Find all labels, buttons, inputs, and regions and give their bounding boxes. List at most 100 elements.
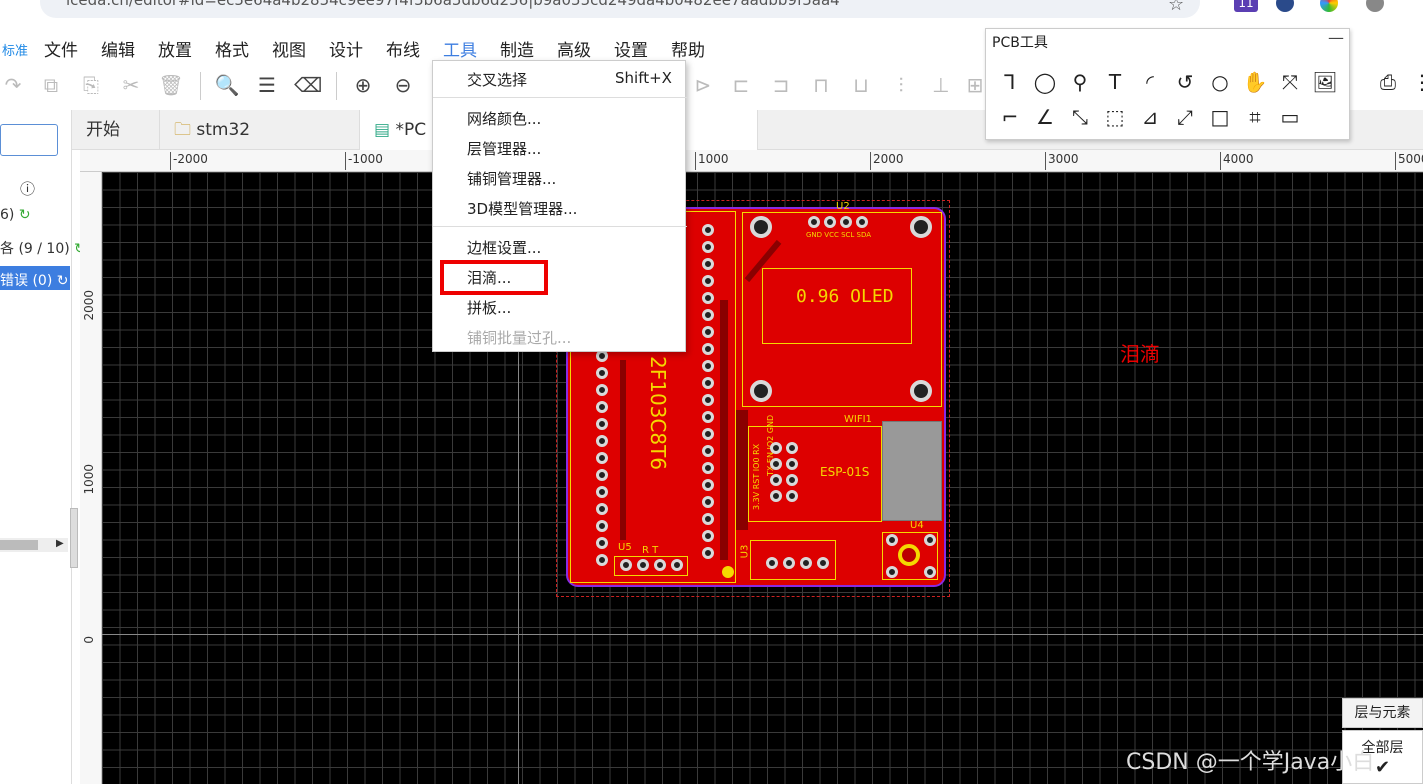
align-left-icon[interactable]: ⊏ [732, 73, 750, 97]
wifi-pin-pad [786, 474, 798, 486]
more-tools-icon[interactable]: ⋮ [1412, 70, 1423, 94]
menu-place[interactable]: 放置 [158, 41, 192, 61]
cut-icon[interactable]: ✂ [122, 73, 140, 97]
extension-badge[interactable]: 11 [1234, 0, 1258, 12]
info-icon[interactable]: ⓘ [20, 180, 36, 198]
find-list-icon[interactable]: ☰ [258, 73, 276, 97]
align-top-icon[interactable]: ⊓ [813, 73, 829, 97]
arc-icon[interactable]: ◜ [1146, 70, 1154, 94]
oled-screen-outline [762, 268, 912, 344]
align-right-icon[interactable]: ⊐ [772, 73, 790, 97]
rectangle-icon[interactable]: □ [1210, 105, 1230, 129]
menu-item-net-color[interactable]: 网络颜色... [467, 110, 542, 128]
menu-view[interactable]: 视图 [272, 41, 306, 61]
scroll-right-icon[interactable]: ▶ [56, 538, 64, 549]
menu-advanced[interactable]: 高级 [557, 41, 591, 61]
paste-icon[interactable]: ⎘ [83, 73, 99, 97]
group-icon[interactable]: ⌗ [1249, 105, 1261, 129]
mode-label[interactable]: 标准 [2, 44, 29, 59]
bookmark-star-icon[interactable]: ☆ [1168, 0, 1185, 15]
menu-file[interactable]: 文件 [44, 41, 78, 61]
refresh-icon[interactable]: ↻ [56, 273, 69, 289]
menu-item-layer-manager[interactable]: 层管理器... [467, 140, 542, 158]
eraser-icon[interactable]: ⌫ [294, 73, 323, 97]
text-icon[interactable]: T [1108, 70, 1122, 94]
zoom-in-icon[interactable]: ⊕ [354, 73, 372, 97]
u5-pin-pad [654, 559, 666, 571]
menu-item-copper-pour-manager[interactable]: 铺铜管理器... [467, 170, 557, 188]
layout-icon[interactable]: ▭ [1280, 105, 1300, 129]
via-icon[interactable]: ⚲ [1072, 70, 1088, 94]
menu-route[interactable]: 布线 [386, 41, 420, 61]
left-panel-row[interactable]: 6) ↻ [0, 207, 31, 223]
connect-icon[interactable]: ⤧ [1282, 70, 1298, 94]
menu-settings[interactable]: 设置 [614, 41, 648, 61]
menu-format[interactable]: 格式 [215, 41, 249, 61]
wifi-label: ESP-01S [820, 465, 870, 479]
url-field[interactable]: lceda.cn/editor#id=ec5e64a4b2854c9ee97f4… [40, 0, 1200, 18]
menu-item-panelize[interactable]: 拼板... [467, 299, 512, 317]
zoom-out-icon[interactable]: ⊖ [394, 73, 412, 97]
menu-item-teardrop[interactable]: 泪滴... [467, 269, 512, 287]
menu-tools[interactable]: 工具 [443, 41, 477, 61]
layers-elements-tab[interactable]: 层与元素 [1342, 698, 1423, 728]
arc-ccw-icon[interactable]: ↺ [1176, 70, 1194, 94]
left-panel-selected-row[interactable] [0, 266, 70, 290]
hand-icon[interactable]: ✋ [1242, 70, 1268, 94]
wifi-pin-pad [786, 458, 798, 470]
extension-icon[interactable] [1276, 0, 1294, 12]
all-layers-option[interactable]: 全部层 ✔ [1342, 730, 1423, 784]
grid-icon[interactable]: ⊞ [966, 73, 984, 97]
u4-outline [882, 532, 938, 580]
refresh-icon[interactable]: ↻ [18, 207, 31, 223]
all-layers-label: 全部层 [1361, 740, 1404, 756]
wifi-outline [748, 426, 882, 522]
left-panel-row[interactable]: 各 (9 / 10) ↻ [0, 238, 86, 258]
left-panel-row[interactable]: 错误 (0) ↻ [0, 270, 68, 290]
copy-icon[interactable]: ⧉ [43, 73, 59, 97]
angle-icon[interactable]: ∠ [1036, 105, 1054, 129]
chrome-extension-icon[interactable] [1320, 0, 1338, 12]
image-icon[interactable]: 🖼 [1312, 70, 1338, 94]
u5-pin-pad [671, 559, 683, 571]
tab-start[interactable]: 开始 [72, 110, 160, 150]
oled-label: 0.96 OLED [796, 286, 894, 307]
measure-icon[interactable]: ⤢ [1177, 105, 1193, 129]
search-icon[interactable]: 🔍 [214, 73, 240, 97]
left-panel-collapse-handle[interactable] [70, 508, 78, 568]
menu-help[interactable]: 帮助 [671, 41, 705, 61]
u4-button [898, 544, 920, 566]
menu-edit[interactable]: 编辑 [101, 41, 135, 61]
corner-line-icon[interactable]: ⌐ [1001, 105, 1019, 129]
menu-design[interactable]: 设计 [329, 41, 363, 61]
screenshot-icon[interactable]: ⎙ [1380, 70, 1396, 94]
menu-fabrication[interactable]: 制造 [500, 41, 534, 61]
u3-pin-pad [817, 557, 829, 569]
wifi-pin-pad [770, 458, 782, 470]
u4-pin-pad [886, 566, 898, 578]
track-icon[interactable]: ⅂ [1004, 70, 1016, 94]
delete-icon[interactable]: 🗑 [158, 73, 184, 97]
wifi-pin-pad [770, 490, 782, 502]
align-icon[interactable]: ⊳ [694, 73, 712, 97]
copper-area-icon[interactable]: ⊿ [1141, 105, 1159, 129]
pad-icon[interactable]: ◯ [1033, 70, 1057, 94]
tab-stm32[interactable]: 🗀 stm32 [160, 110, 360, 150]
left-panel-search-input[interactable] [0, 124, 58, 156]
panel-minimize-button[interactable]: — [1328, 28, 1344, 47]
wifi-ref: WIFI1 [844, 414, 872, 425]
left-panel-scroll-thumb[interactable] [0, 540, 38, 550]
align-bottom-icon[interactable]: ⊔ [853, 73, 869, 97]
oled-ref: U2 [836, 201, 850, 212]
dimension-icon[interactable]: ⤡ [1072, 105, 1088, 129]
redo-icon[interactable]: ↷ [4, 73, 22, 97]
wifi-pin-pad [770, 474, 782, 486]
menu-item-border-settings[interactable]: 边框设置... [467, 239, 542, 257]
align-center-icon[interactable]: ⫶ [898, 73, 904, 97]
extension-icon-2[interactable] [1366, 0, 1384, 12]
rect-select-icon[interactable]: ⬚ [1105, 105, 1125, 129]
menu-item-3d-model-manager[interactable]: 3D模型管理器... [467, 200, 578, 218]
circle-icon[interactable]: ○ [1211, 70, 1229, 94]
distribute-icon[interactable]: ⊥ [932, 73, 950, 97]
menu-item-cross-select[interactable]: 交叉选择 [467, 71, 528, 89]
